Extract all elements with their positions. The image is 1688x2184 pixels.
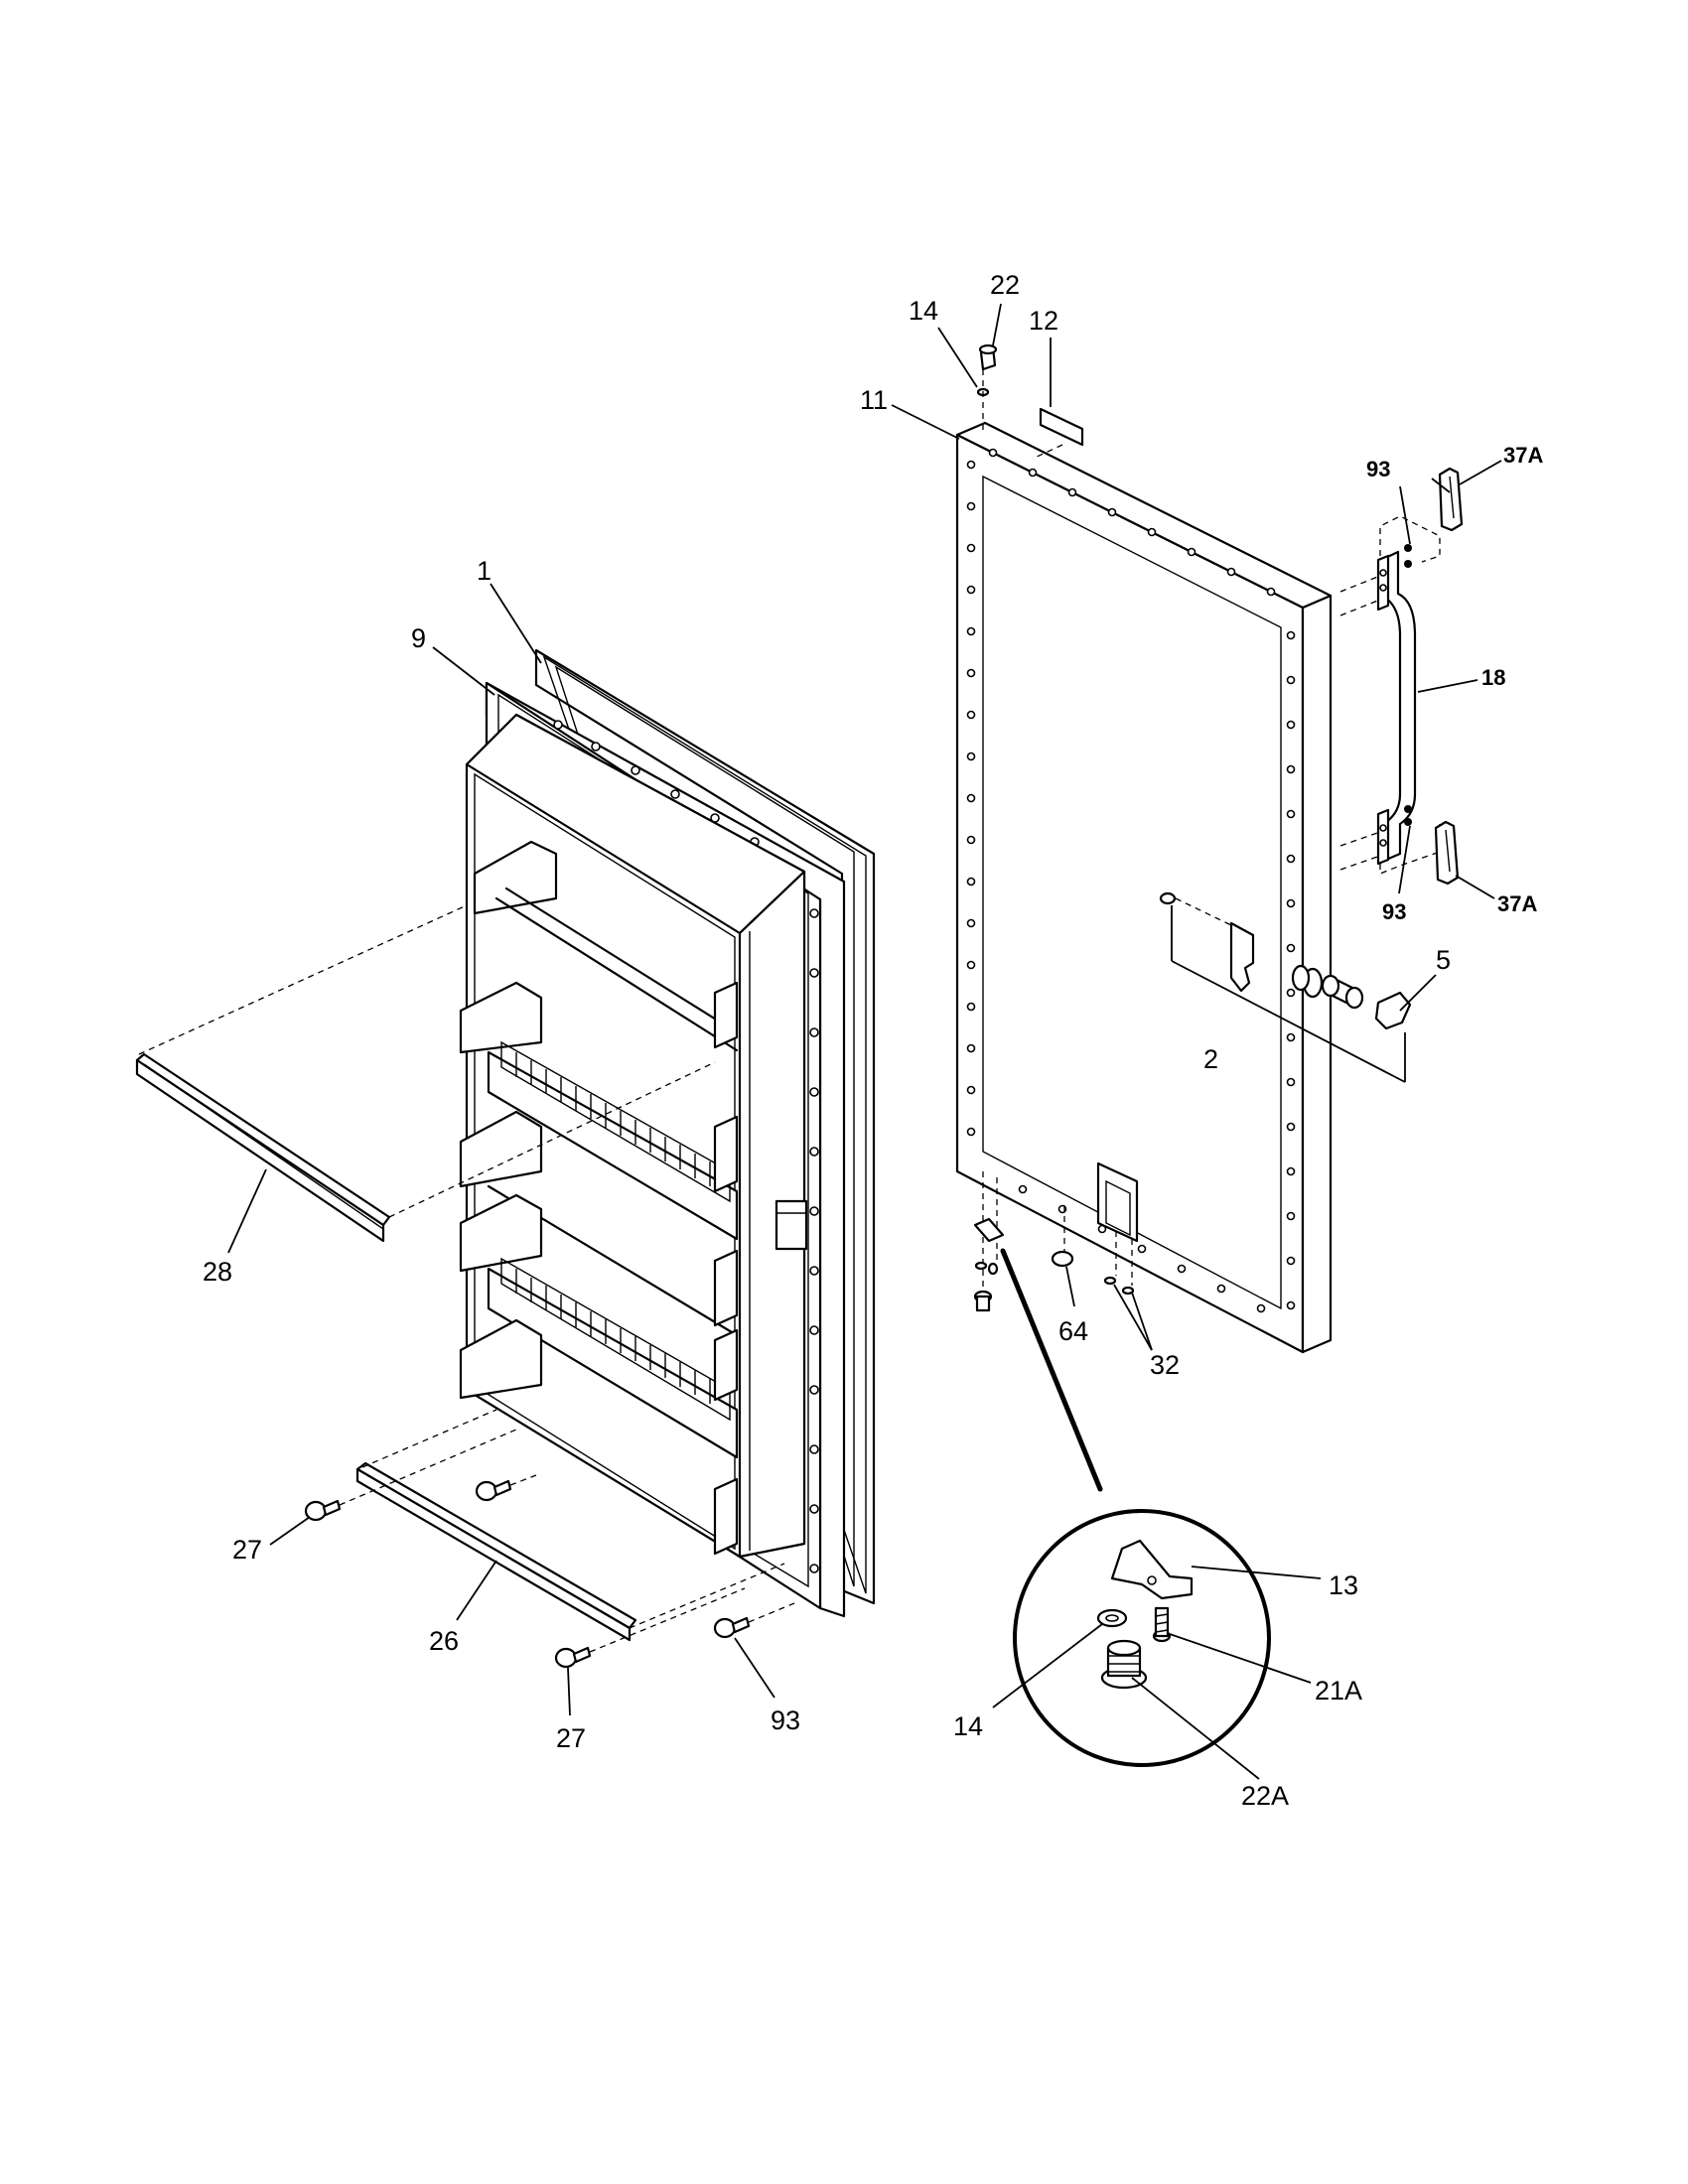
liner-holes (553, 720, 819, 1573)
callout-28: 28 (203, 1257, 232, 1287)
screw-27-bottom (554, 1587, 746, 1669)
callout-93-handle-top: 93 (1366, 457, 1390, 481)
callout-64: 64 (1058, 1316, 1088, 1346)
callout-37a-bottom: 37A (1497, 891, 1537, 916)
callout-22a: 22A (1241, 1781, 1289, 1811)
callout-13: 13 (1329, 1570, 1358, 1600)
callout-2: 2 (1203, 1044, 1218, 1074)
callout-9: 9 (411, 623, 426, 653)
door-shelves (459, 840, 739, 1556)
shelf-bar-28 (135, 1052, 391, 1243)
callout-93-handle-bottom: 93 (1382, 899, 1406, 924)
handle-cover-37a-top (1438, 467, 1464, 532)
callout-1: 1 (477, 556, 492, 586)
outer-panel-holes (966, 448, 1296, 1313)
handle-screws-93-bottom (1404, 805, 1412, 826)
callout-26: 26 (429, 1626, 459, 1656)
leader-lines (227, 303, 1502, 1780)
bottom-hinge-small-parts (973, 1171, 1135, 1312)
inner-door-panel (459, 713, 808, 1559)
label-plate-12 (1032, 407, 1084, 460)
callout-93-left: 93 (771, 1706, 800, 1735)
callout-labels: 1 9 28 27 26 27 93 14 22 12 11 2 5 64 32… (203, 270, 1543, 1811)
screw-93-bottom (713, 1602, 795, 1639)
shelf-bar-26 (355, 1461, 637, 1642)
hinge-pin-22-top (976, 343, 998, 435)
handle-cover-37a-bottom (1434, 820, 1460, 886)
shelf-grille-upper (515, 1052, 711, 1186)
shelf-grille-lower (515, 1269, 711, 1404)
detail-magnifier-circle (1013, 1509, 1271, 1767)
lock-assembly (1159, 891, 1412, 1083)
screw-upper-liner (475, 1474, 537, 1502)
callout-12: 12 (1029, 306, 1058, 336)
callout-5: 5 (1436, 945, 1451, 975)
callout-11: 11 (860, 385, 888, 415)
handle-screws-93-top (1404, 544, 1412, 568)
callout-22: 22 (990, 270, 1020, 300)
screw-27-left (304, 1429, 517, 1522)
callout-21a: 21A (1315, 1676, 1362, 1706)
callout-37a-top: 37A (1503, 443, 1543, 468)
callout-27-bottom: 27 (556, 1723, 586, 1753)
callout-14-detail: 14 (953, 1711, 983, 1741)
callout-18: 18 (1481, 665, 1505, 690)
callout-32: 32 (1150, 1350, 1180, 1380)
outer-door-panel (955, 421, 1333, 1354)
callout-14-top: 14 (909, 296, 938, 326)
callout-27-left: 27 (232, 1535, 262, 1565)
door-handle-18 (1339, 515, 1441, 875)
